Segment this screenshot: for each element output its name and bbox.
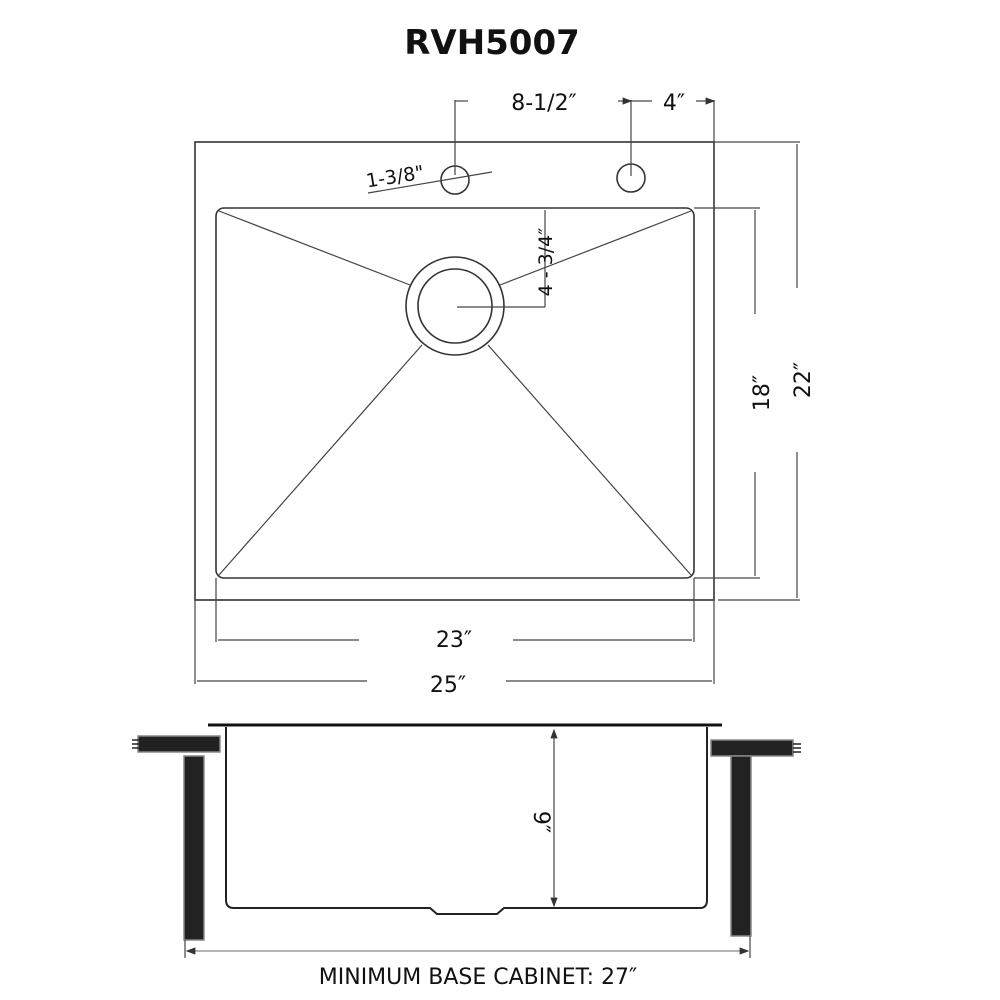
slope-line <box>499 210 692 286</box>
side-view: 9″ MINIMUM BASE CABINET: 27″ <box>132 723 801 990</box>
break-lines <box>793 743 801 753</box>
cabinet-wall-left <box>183 755 205 941</box>
faucet-spacing-label: 8-1/2″ <box>511 91 577 116</box>
countertop-left <box>137 735 221 753</box>
sink-outer-outline <box>194 141 715 601</box>
bowl-depth-label: 18″ <box>750 375 775 411</box>
slope-line <box>218 210 411 286</box>
overall-depth-label: 22″ <box>791 362 816 398</box>
cabinet-wall-right <box>730 755 752 937</box>
bowl-width-label: 23″ <box>436 628 472 653</box>
top-view: 4 - 3/4″ 8-1/2″ 4″ 1-3/8" 18″ 22″ <box>194 91 816 698</box>
drain-inner-icon <box>417 268 493 344</box>
sink-bowl-profile <box>225 727 708 915</box>
overall-width-label: 25″ <box>430 673 466 698</box>
drain-outer-icon <box>405 256 505 356</box>
faucet-edge-label: 4″ <box>663 91 685 116</box>
countertop-right <box>710 739 794 757</box>
hole-diameter-label: 1-3/8" <box>365 162 426 193</box>
model-title: RVH5007 <box>404 23 580 63</box>
break-lines <box>132 739 140 749</box>
slope-line <box>218 344 423 576</box>
bowl-height-label: 9″ <box>528 811 553 833</box>
sink-bowl-outline <box>215 207 695 579</box>
slope-line <box>487 344 692 576</box>
drain-offset-label: 4 - 3/4″ <box>535 228 557 297</box>
minimum-cabinet-label: MINIMUM BASE CABINET: 27″ <box>319 965 637 990</box>
hole-diameter-line <box>367 171 493 194</box>
